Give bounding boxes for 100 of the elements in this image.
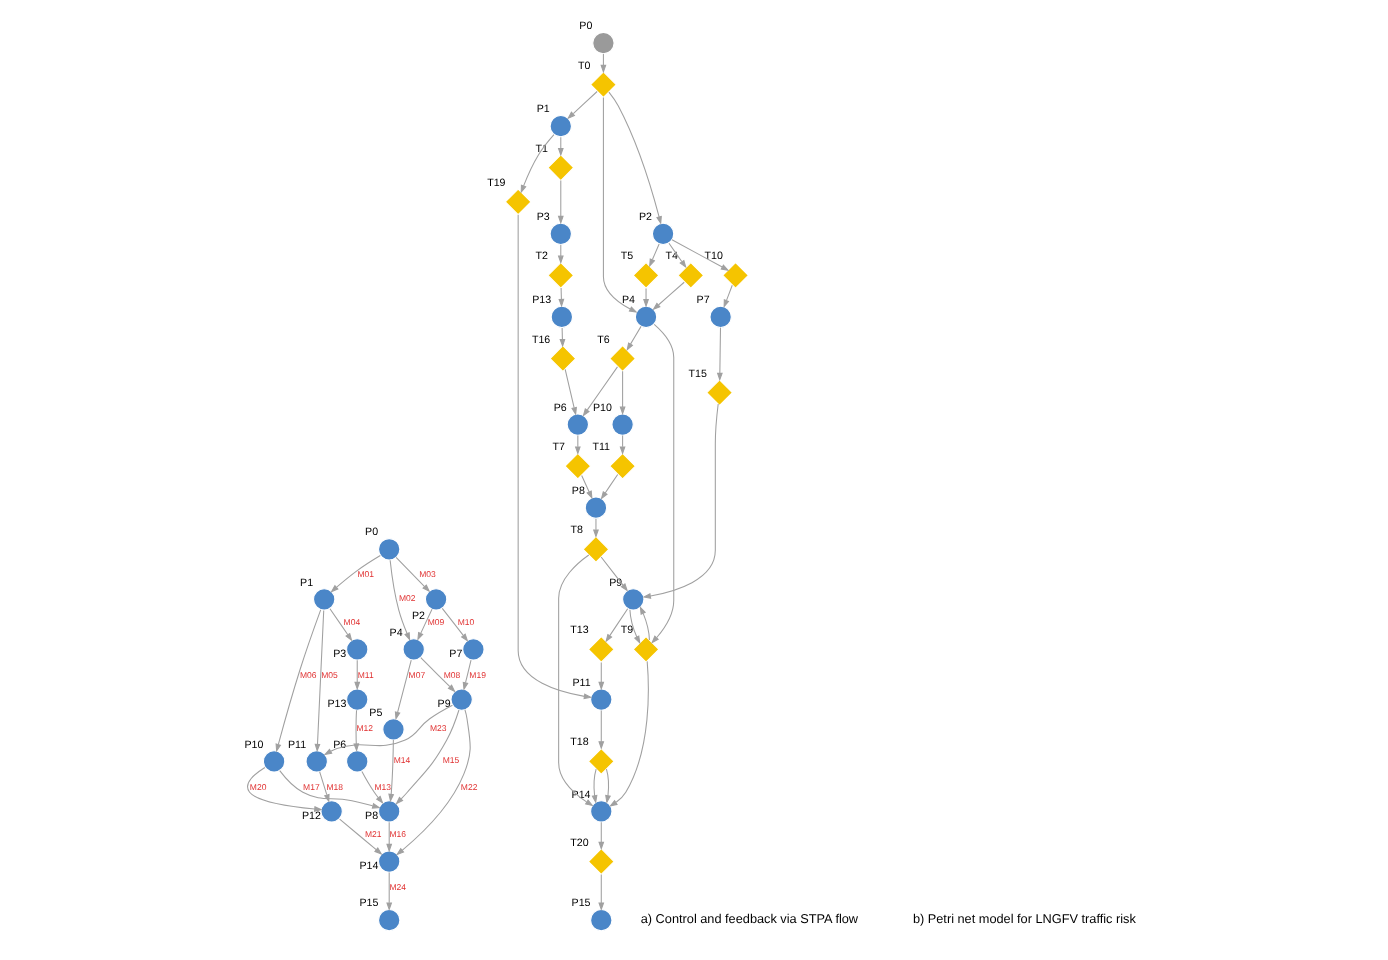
arrow [420,657,456,693]
arrow [591,768,598,804]
arrow [339,818,383,855]
node-circle [550,305,574,329]
arrow [330,555,381,593]
arrow [649,243,660,268]
node-diamond [547,261,575,289]
node-circle [462,638,485,661]
node-diamond [504,188,532,216]
arrow [609,660,649,807]
node-circle [346,688,369,711]
arrow [395,709,471,856]
arrow [247,766,323,812]
node-circle [709,305,732,329]
arrow [564,368,577,416]
arrow [386,871,393,911]
node-circle [320,800,343,823]
arrow [558,287,565,308]
arrow [600,473,619,500]
arrow [600,556,629,592]
node-circle [402,638,425,661]
node-circle [622,588,645,611]
arrow [389,559,411,641]
node-circle [549,115,572,138]
node-diamond [609,452,637,480]
arrow [314,609,325,753]
arrow [279,770,381,809]
arrow [668,242,687,269]
node-diamond [549,344,577,373]
node-circle [378,800,401,823]
node-circle [634,305,658,329]
node-circle [378,908,401,932]
arrow [639,606,650,641]
node-diamond [564,452,592,480]
arrow [723,284,733,309]
arrow [329,608,353,642]
arrow [388,739,395,803]
arrow [354,659,361,691]
node-circle [262,750,286,773]
arrow [557,180,564,225]
arrow [361,771,384,805]
node-diamond [589,71,617,99]
arrow [323,704,453,756]
arrow [592,518,599,539]
node-circle [378,850,401,873]
arrow [598,709,605,750]
arrow [629,609,641,645]
arrow [275,609,322,753]
node-circle [651,222,675,245]
node-circle [584,496,608,519]
arrow [602,96,638,313]
arrow [394,659,412,721]
arrow [626,325,642,352]
node-circle [346,638,369,661]
arrow [582,366,618,417]
arrow [559,327,566,348]
node-diamond [547,154,575,182]
node-circle [313,588,336,611]
arrow [581,475,593,500]
node-diamond [632,261,660,289]
node-circle [450,688,473,711]
node-circle [305,750,328,773]
node-diamond [706,379,734,407]
arrow [671,239,730,271]
arrow [605,608,629,643]
arrow [517,214,593,700]
arrow [643,287,650,308]
arrow [520,134,555,194]
arrow [557,244,564,265]
arrow [353,709,360,753]
arrow [716,327,723,382]
arrow [598,874,605,911]
node-circle [346,750,369,773]
arrow [600,53,607,74]
arrow [651,323,675,644]
arrow [652,281,685,311]
arrow [619,370,626,416]
arrow [441,607,469,642]
arrow [567,90,598,120]
node-circle [611,413,634,436]
arrow [319,771,330,803]
node-circle [590,800,613,823]
node-circle [549,222,572,245]
node-diamond [587,848,615,876]
node-circle [382,718,405,741]
arrow [558,554,594,807]
arrow [386,821,393,853]
arrow [395,709,460,805]
arrow [642,403,719,599]
node-diamond [587,747,615,775]
arrow [417,608,433,641]
arrow [395,556,431,593]
arrow [598,821,605,851]
arrow [605,768,611,804]
arrow [557,136,564,157]
node-diamond [582,535,610,563]
arrow [598,662,605,691]
node-circle [424,588,448,611]
node-circle [590,908,613,932]
node-circle [378,538,401,561]
